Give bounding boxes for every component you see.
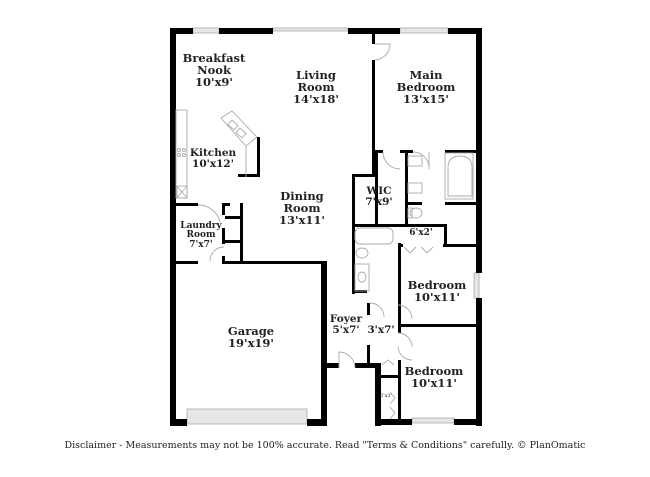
room-dimensions: 3'x7': [367, 324, 395, 336]
room-label-kitchen: Kitchen 10'x12': [189, 147, 237, 171]
exterior-walls: [170, 28, 482, 426]
room-label-laundry-room: Laundry Room 7'x7': [180, 221, 222, 250]
room-name: Main: [409, 68, 443, 82]
room-dimensions: 6'x3': [380, 393, 392, 399]
room-label-garage: Garage 19'x19': [228, 325, 274, 349]
room-name: Living: [296, 68, 336, 82]
room-label-bedroom-2: Bedroom 10'x11': [408, 279, 467, 303]
room-label-living-room: Living Room 14'x18': [293, 69, 339, 105]
windows: [186, 27, 480, 425]
room-dimensions: 5'x7': [332, 324, 360, 337]
room-name: Room: [283, 201, 321, 216]
room-label-bedroom-3: Bedroom 10'x11': [405, 365, 464, 389]
room-name: WIC: [366, 185, 392, 197]
room-dimensions: 13'x11': [279, 213, 325, 228]
room-name: Breakfast: [182, 51, 246, 65]
room-name: Bedroom: [396, 80, 456, 95]
room-label-closet-small: 6'x3': [380, 393, 392, 399]
room-dimensions: 10'x11': [411, 376, 457, 391]
room-name: Bedroom: [404, 364, 464, 378]
room-label-main-bedroom: Main Bedroom 13'x15': [397, 69, 456, 105]
room-name: Kitchen: [189, 147, 237, 159]
room-label-breakfast-nook: Breakfast Nook 10'x9': [183, 52, 246, 88]
room-dimensions: 14'x18': [293, 92, 339, 107]
room-dimensions: 19'x19': [228, 336, 274, 351]
room-dimensions: 10'x11': [414, 290, 460, 305]
room-label-closet-hall: 6'x2': [409, 228, 433, 238]
room-name: Laundry: [180, 221, 222, 231]
room-dimensions: 7'x9': [365, 196, 393, 209]
room-label-dining-room: Dining Room 13'x11': [279, 190, 325, 226]
room-name: Bedroom: [407, 278, 467, 292]
room-name: Foyer: [329, 313, 363, 325]
fixtures: [175, 43, 474, 420]
room-dimensions: 10'x12': [192, 158, 234, 171]
interior-walls: [176, 34, 476, 419]
room-name: Dining: [280, 189, 324, 203]
room-dimensions: 13'x15': [403, 92, 449, 107]
room-dimensions: 10'x9': [195, 75, 233, 90]
room-dimensions: 6'x2': [409, 228, 433, 238]
room-name: Room: [186, 230, 216, 241]
room-label-wic: WIC 7'x9': [365, 185, 393, 209]
room-name: Nook: [197, 63, 231, 78]
room-label-hall: 3'x7': [367, 324, 395, 336]
room-dimensions: 7'x7': [189, 239, 213, 250]
room-name: Garage: [227, 324, 275, 338]
room-label-foyer: Foyer 5'x7': [329, 313, 363, 337]
disclaimer-text: Disclaimer - Measurements may not be 100…: [64, 440, 586, 451]
room-name: Room: [297, 80, 335, 95]
